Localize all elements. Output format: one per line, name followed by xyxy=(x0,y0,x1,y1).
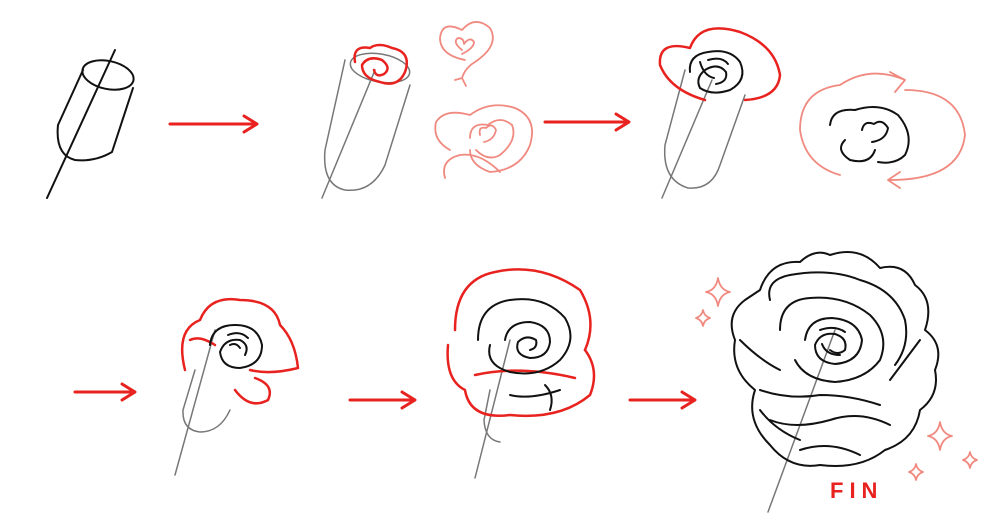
sparkle-icon xyxy=(927,421,953,451)
step-5-full-petals xyxy=(446,268,596,479)
step-4-outer-petals xyxy=(174,297,300,476)
heart-guide-large xyxy=(799,71,966,189)
heart-guide-layered xyxy=(434,104,533,179)
arrow-3 xyxy=(73,382,137,402)
heart-guide-small xyxy=(439,21,494,87)
sparkle-icon xyxy=(908,463,924,481)
arrow-4 xyxy=(348,390,417,410)
sparkle-icon xyxy=(695,309,711,327)
fin-label: FIN xyxy=(830,478,883,503)
step-2-bud-start xyxy=(321,43,411,199)
arrow-5 xyxy=(628,390,697,410)
sparkle-icon xyxy=(962,451,978,469)
sparkle-icon xyxy=(705,277,731,307)
arrow-2 xyxy=(543,112,631,132)
arrow-1 xyxy=(168,114,259,134)
step-1-cylinder xyxy=(46,49,135,199)
final-rose xyxy=(730,251,940,513)
sparkle-icons xyxy=(695,277,978,481)
step-3-bud-petals xyxy=(658,27,782,199)
